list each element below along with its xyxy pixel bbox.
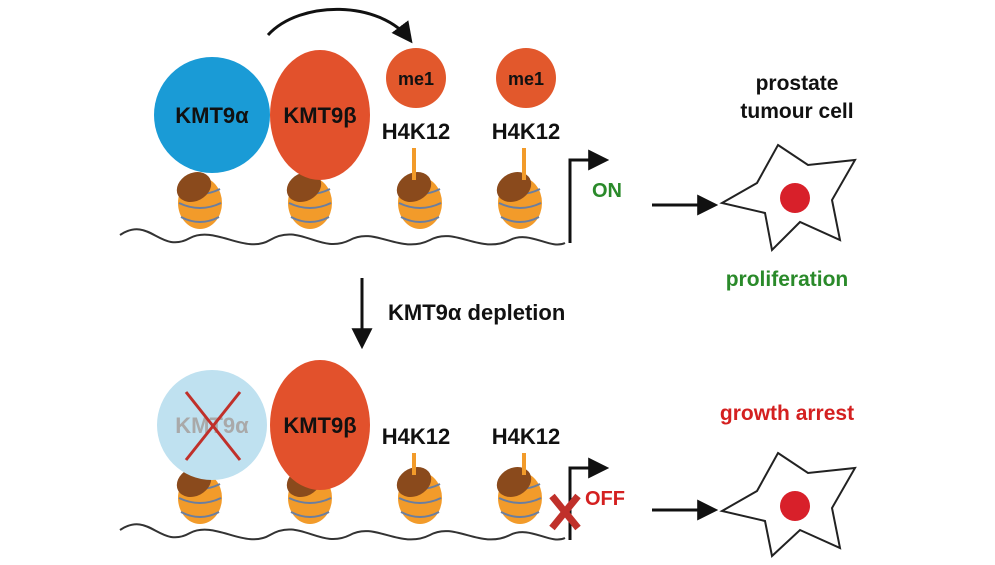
transcription-start-arrow-top: [568, 149, 610, 243]
kmt9a-circle: [154, 57, 270, 173]
growth-arrest-label: growth arrest: [720, 402, 854, 425]
kmt9b-circle: [270, 50, 370, 180]
proliferation-label: proliferation: [726, 268, 849, 291]
h4k12-label-1: H4K12: [382, 119, 450, 144]
depletion-step: KMT9α depletion: [351, 278, 565, 350]
methylation-arrow: [266, 7, 413, 44]
dna-strand-bottom: [119, 523, 566, 541]
nucleosome-4: [490, 165, 543, 230]
h4k12-label-3: H4K12: [382, 424, 450, 449]
cell-label-line1: prostate: [756, 72, 839, 95]
cell-label-line2: tumour cell: [740, 100, 853, 123]
on-label: ON: [592, 180, 622, 202]
off-label: OFF: [585, 488, 625, 510]
depletion-label: KMT9α depletion: [388, 300, 565, 325]
nucleosome-7: [390, 460, 443, 525]
nucleosome-1: [170, 165, 223, 230]
top-panel: KMT9α KMT9β me1 me1 H4K12 H4K12 ON prost…: [119, 7, 857, 291]
dna-strand-top: [119, 228, 566, 246]
kmt9b-label-bottom: KMT9β: [283, 413, 356, 438]
nucleosome-3: [390, 165, 443, 230]
me1-label-2: me1: [508, 69, 544, 89]
me1-label-1: me1: [398, 69, 434, 89]
h4k12-label-2: H4K12: [492, 119, 560, 144]
kmt9b-circle-bottom: [270, 360, 370, 490]
me1-circle-2: [496, 48, 556, 108]
kmt9a-label: KMT9α: [175, 103, 249, 128]
h4k12-label-4: H4K12: [492, 424, 560, 449]
kmt9b-label: KMT9β: [283, 103, 356, 128]
nucleus-bottom: [780, 491, 810, 521]
bottom-panel: KMT9α KMT9β H4K12 H4K12 OFF growth arres…: [119, 360, 857, 558]
kmt9a-cross-2: [184, 391, 242, 461]
me1-circle-1: [386, 48, 446, 108]
blocked-x-icon: [549, 493, 581, 531]
nucleosome-8: [490, 460, 543, 525]
nucleus-top: [780, 183, 810, 213]
